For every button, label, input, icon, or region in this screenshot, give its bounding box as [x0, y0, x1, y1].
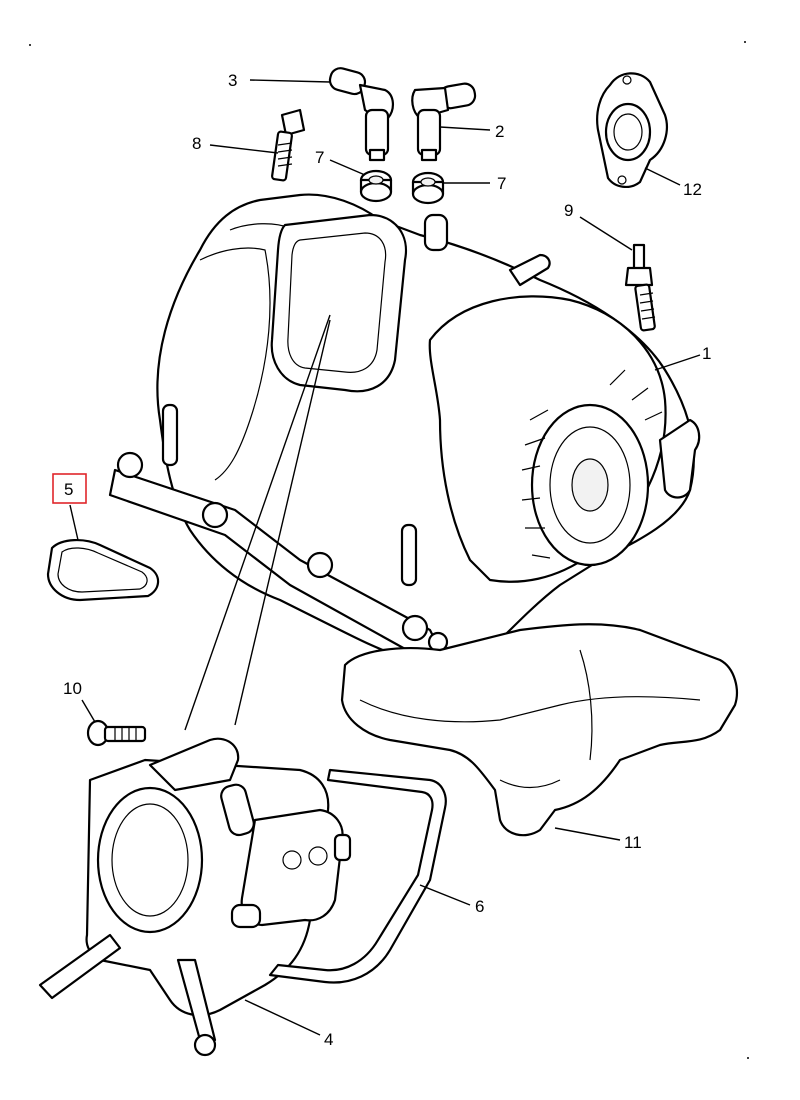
callout-7a: 7	[315, 148, 324, 167]
callout-5-highlight-box	[52, 473, 87, 504]
throttle-body-part	[38, 737, 352, 1057]
bolt-part-8	[271, 108, 306, 182]
corner-mark-bottom-right	[747, 1057, 749, 1059]
grommet-part-7a	[359, 169, 393, 203]
callout-11: 11	[624, 833, 642, 852]
callout-8: 8	[192, 134, 201, 153]
stud-part-9	[624, 243, 656, 332]
leader-line-7a	[329, 159, 366, 176]
callout-2: 2	[495, 122, 504, 141]
assembly-guide-line-right	[234, 319, 331, 726]
callout-3: 3	[228, 71, 237, 90]
callout-9: 9	[564, 201, 573, 220]
corner-mark-top-left	[29, 44, 31, 46]
intake-manifold-part	[108, 193, 701, 664]
leader-line-4	[244, 999, 321, 1036]
callout-4: 4	[324, 1030, 333, 1049]
leader-line-10	[81, 699, 96, 723]
lower-plenum-part	[340, 623, 738, 837]
gasket-part-5	[46, 539, 160, 602]
callout-10: 10	[63, 679, 82, 698]
leader-line-3	[249, 79, 331, 83]
leader-line-2	[439, 126, 491, 131]
callout-6: 6	[475, 897, 484, 916]
elbow-fitting-part-2	[411, 82, 477, 162]
elbow-fitting-part-3	[328, 67, 394, 162]
leader-line-1	[654, 354, 701, 371]
flange-part-12	[596, 72, 668, 188]
bolt-part-10	[86, 719, 147, 747]
leader-line-9	[579, 216, 633, 251]
leader-line-5	[69, 504, 79, 541]
callout-7b: 7	[497, 174, 506, 193]
grommet-part-7b	[411, 171, 445, 205]
assembly-guide-line-left	[184, 314, 331, 731]
throttle-gasket-part	[268, 768, 447, 984]
callout-5: 5	[64, 480, 73, 499]
leader-line-11	[554, 827, 621, 841]
leader-line-6	[419, 884, 471, 906]
callout-1: 1	[702, 344, 711, 363]
callout-12: 12	[683, 180, 702, 199]
leader-line-12	[644, 167, 681, 186]
corner-mark-top-right	[744, 41, 746, 43]
leader-line-8	[209, 144, 279, 154]
